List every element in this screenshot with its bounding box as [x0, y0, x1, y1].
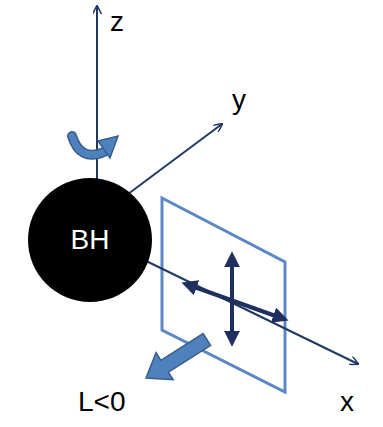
rotation-arrowhead	[98, 136, 118, 158]
x-axis	[140, 258, 358, 364]
y-axis	[120, 124, 222, 200]
node-label: BH	[71, 226, 110, 254]
rotation-arrow	[72, 136, 104, 155]
polarization-arrow	[186, 284, 284, 319]
angular-momentum-arrow	[137, 326, 215, 392]
axis-label: z	[110, 8, 124, 36]
axis-label: y	[232, 86, 246, 114]
axis-label: L<0	[78, 388, 126, 416]
black-hole-circle: BH	[28, 178, 152, 302]
axis-label: x	[340, 388, 354, 416]
z-axis	[96, 6, 98, 190]
rotation-arrow	[72, 136, 104, 155]
